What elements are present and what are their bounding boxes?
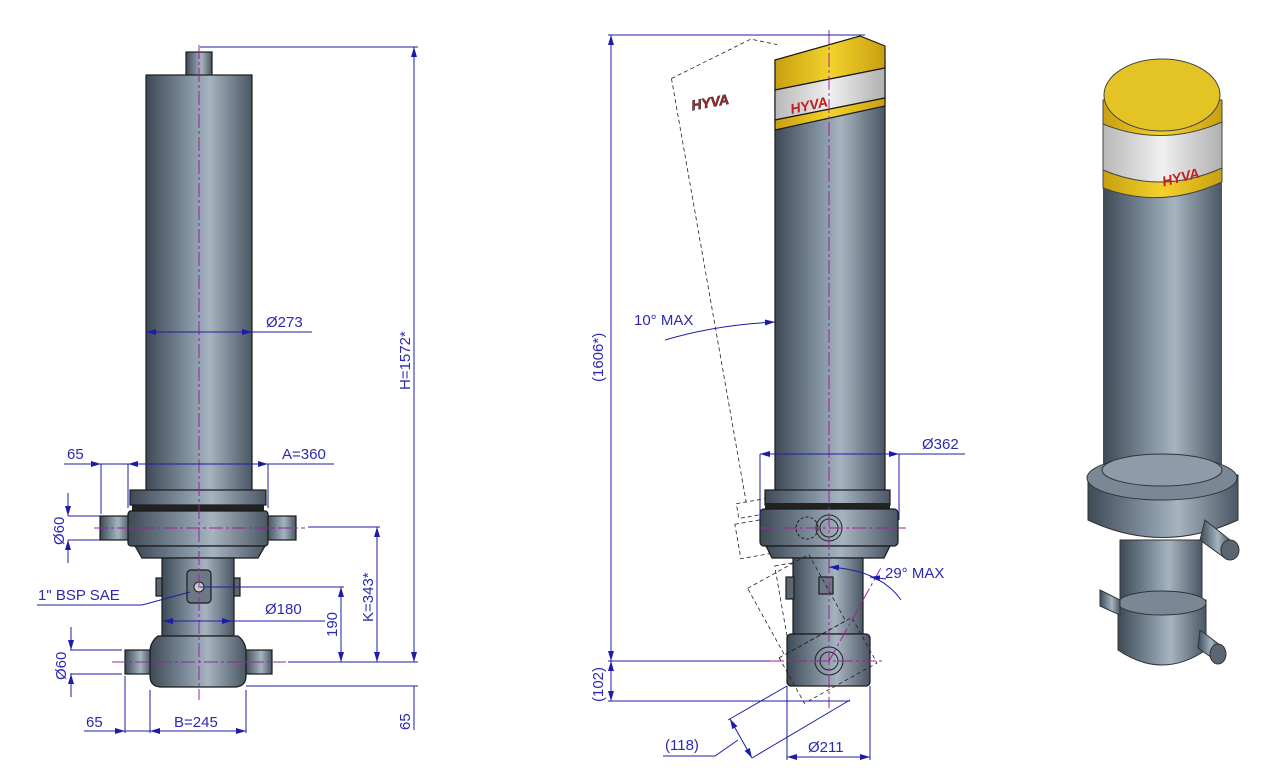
dim-tilt-arc xyxy=(664,319,776,341)
label-eye-diameter: Ø211 xyxy=(808,739,844,756)
label-tube-diameter: Ø273 xyxy=(266,314,303,331)
side-view: HYVA HYVA (1606*) (102) xyxy=(590,30,965,760)
label-trunnion-height: K=343* xyxy=(360,572,377,622)
label-pin-length-top: 65 xyxy=(67,446,84,463)
side-logo: HYVA xyxy=(789,93,829,117)
iso-lower-tube xyxy=(1119,539,1203,601)
upper-collar xyxy=(129,489,267,506)
label-pin-diameter-bottom: Ø60 xyxy=(53,652,70,680)
iso-bottom-pin-end xyxy=(1209,643,1227,665)
label-pin-length-bottom: 65 xyxy=(86,714,103,731)
side-seal xyxy=(765,503,890,509)
label-swing-clearance: (118) xyxy=(665,737,699,754)
dim-swing-clearance xyxy=(729,718,753,759)
label-trunnion-width: A=360 xyxy=(282,446,326,463)
label-pin-diameter-top: Ø60 xyxy=(51,517,68,545)
label-bottom-offset: 65 xyxy=(397,713,414,730)
ext-line xyxy=(727,685,788,721)
port-leader xyxy=(37,591,191,606)
label-swing-angle: 29° MAX xyxy=(885,565,944,582)
label-lower-tube-diameter: Ø180 xyxy=(265,601,302,618)
label-bottom-width: B=245 xyxy=(174,714,218,731)
iso-yellow-stripe xyxy=(1102,167,1223,199)
iso-eye-top xyxy=(1117,590,1207,616)
label-port: 1" BSP SAE xyxy=(38,587,120,604)
iso-yellow-cap xyxy=(1103,58,1221,132)
yellow-cap xyxy=(774,35,886,91)
label-overall-length: (1606*) xyxy=(590,333,607,382)
lower-flange xyxy=(133,545,267,559)
front-view: H=1572* Ø273 65 A=360 Ø60 K=343* 190 Ø18… xyxy=(37,45,418,734)
label-collar-diameter: Ø362 xyxy=(922,436,959,453)
arrow xyxy=(869,575,887,582)
leader xyxy=(663,739,739,757)
side-collar xyxy=(764,489,891,506)
lug-left xyxy=(155,577,163,597)
side-port xyxy=(785,576,795,600)
side-main-tube xyxy=(774,59,886,493)
iso-tube xyxy=(1103,175,1222,475)
iso-view: HYVA xyxy=(1086,58,1240,666)
swing-centerline xyxy=(828,565,883,662)
iso-pin-end xyxy=(1220,539,1240,561)
label-tilt-angle: 10° MAX xyxy=(634,312,693,329)
side-flange xyxy=(765,545,891,559)
label-height: H=1572* xyxy=(397,331,414,390)
seal-ring xyxy=(132,505,264,512)
iso-bottom-pin-left xyxy=(1099,589,1121,616)
swing-ghost-outline xyxy=(747,553,878,704)
ext-line xyxy=(751,699,851,759)
iso-tube-base xyxy=(1101,453,1223,487)
label-port-height: 190 xyxy=(324,612,341,637)
side-lower-tube xyxy=(792,557,864,635)
ghost-logo: HYVA xyxy=(690,91,730,113)
label-side-bottom-offset: (102) xyxy=(590,667,607,702)
yellow-stripe xyxy=(774,97,886,131)
